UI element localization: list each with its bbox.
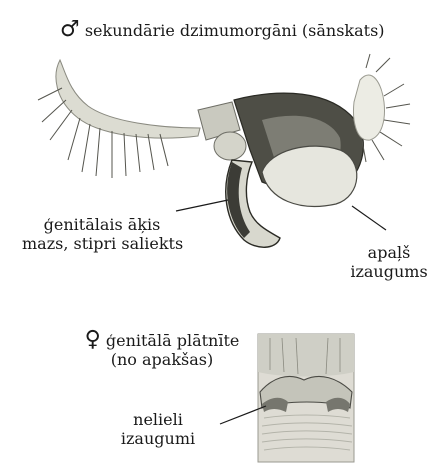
label-small-outgrowths-line2: izaugumi bbox=[108, 429, 208, 448]
label-round-outgrowth-line2: izaugums bbox=[338, 262, 440, 281]
label-small-outgrowths: nelieli izaugumi bbox=[108, 410, 208, 448]
leader-line-round-outgrowth bbox=[352, 206, 386, 230]
label-small-outgrowths-line1: nelieli bbox=[108, 410, 208, 429]
male-title: ♂ sekundārie dzimumorgāni (sānskats) bbox=[60, 20, 385, 40]
female-title-line2: (no apakšas) bbox=[82, 350, 242, 369]
label-genital-hook-line2: mazs, stipri saliekts bbox=[22, 234, 182, 253]
female-title: ♀ ģenitālā plātnīte (no apakšas) bbox=[82, 330, 242, 369]
label-genital-hook: ģenitālais āķis mazs, stipri saliekts bbox=[22, 215, 182, 253]
male-title-text: sekundārie dzimumorgāni (sānskats) bbox=[85, 21, 385, 40]
label-genital-hook-line1: ģenitālais āķis bbox=[22, 215, 182, 234]
leader-line-genital-hook bbox=[176, 200, 228, 211]
label-round-outgrowth: apaļš izaugums bbox=[338, 243, 440, 281]
female-symbol-icon: ♀ bbox=[85, 327, 101, 352]
label-round-outgrowth-line1: apaļš bbox=[338, 243, 440, 262]
female-title-line1: ģenitālā plātnīte bbox=[106, 331, 240, 350]
male-symbol-icon: ♂ bbox=[60, 17, 80, 42]
